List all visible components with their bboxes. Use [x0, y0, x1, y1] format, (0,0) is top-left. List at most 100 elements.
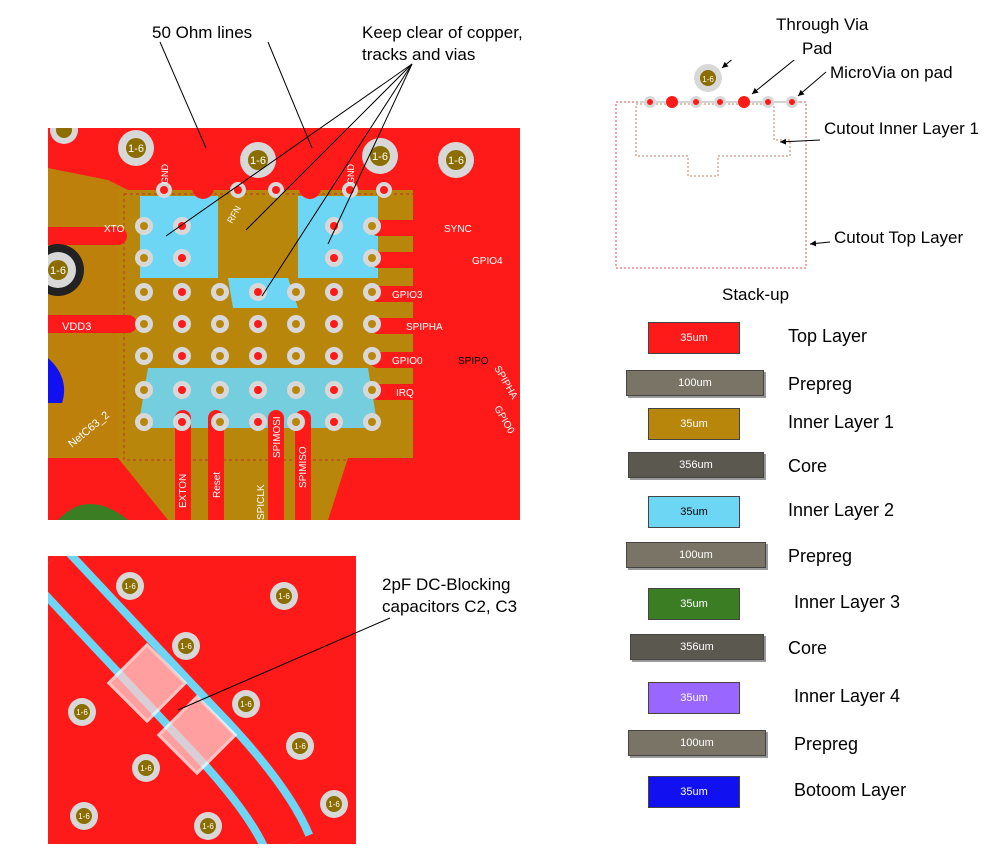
svg-text:GPIO4: GPIO4 [472, 256, 503, 267]
via-drill [368, 352, 376, 360]
keepout-area [140, 196, 218, 278]
svg-text:1-6: 1-6 [50, 265, 66, 277]
via-drill [368, 418, 376, 426]
fifty-ohm-label: 50 Ohm lines [152, 23, 253, 42]
cutout-inner-layer [635, 103, 791, 177]
via-drill [140, 222, 148, 230]
rf-tracks [48, 128, 520, 520]
keep-clear-label-2: tracks and vias [362, 45, 476, 64]
via-drill [254, 320, 262, 328]
via-drill [178, 386, 186, 394]
via-drill [368, 222, 376, 230]
svg-text:SPIMOSI: SPIMOSI [272, 416, 283, 458]
svg-text:SYNC: SYNC [444, 224, 472, 235]
svg-text:GND: GND [346, 164, 356, 185]
stitch-via-drill [276, 588, 292, 604]
stackup-layer-swatch: 356um [630, 634, 764, 660]
via-drill [140, 352, 148, 360]
stitch-via-drill [200, 818, 216, 834]
svg-text:SPIPHA: SPIPHA [406, 322, 443, 333]
stitch-via-drill [74, 704, 90, 720]
via-cross-section: 1-6 [615, 60, 831, 269]
via-drill [140, 418, 148, 426]
stackup-layer-name: Prepreg [788, 546, 853, 566]
via-drill [368, 386, 376, 394]
stackup-layer-swatch: 100um [628, 730, 766, 756]
svg-text:GPIO0: GPIO0 [392, 356, 423, 367]
stackup-layer-swatch: 35um [648, 588, 740, 620]
stackup-title: Stack-up [722, 285, 790, 304]
via-label: 1-6 [278, 592, 290, 601]
bottom-layer-fill [48, 358, 65, 403]
via-drill [292, 288, 300, 296]
edge-vias [156, 182, 392, 198]
via-drill [292, 352, 300, 360]
stackup-layer-name: Core [788, 456, 828, 476]
via-drill [178, 320, 186, 328]
svg-text:1-6: 1-6 [372, 151, 388, 163]
stackup-layer-name: Inner Layer 3 [794, 592, 901, 612]
via-drill [254, 288, 262, 296]
stackup-layer-name: Prepreg [788, 374, 853, 394]
via-drill [330, 418, 338, 426]
through-vias [48, 128, 474, 296]
via-drill [292, 418, 300, 426]
via-drill [368, 254, 376, 262]
via-drill [216, 320, 224, 328]
stackup-layer-name: Inner Layer 4 [794, 686, 901, 706]
stitch-via-drill [178, 638, 194, 654]
leader-line-cap [177, 617, 391, 711]
leader-lines-top [159, 41, 413, 297]
stackup-layer-swatch: 35um [648, 496, 740, 528]
via-drill [254, 418, 262, 426]
svg-text:XTO: XTO [104, 224, 125, 235]
keep-clear-label-1: Keep clear of copper, [362, 23, 523, 42]
keepout-area [298, 196, 378, 278]
dc-block-label-2: capacitors C2, C3 [382, 597, 518, 616]
via-drill [140, 386, 148, 394]
via-drill [292, 320, 300, 328]
dc-block-label-1: 2pF DC-Blocking [382, 575, 511, 594]
stitch-via-drill [326, 796, 342, 812]
via-drill [330, 254, 338, 262]
inner-layer-3-fill [58, 504, 128, 520]
svg-text:EXTON: EXTON [178, 474, 189, 508]
via-label: 1-6 [294, 742, 306, 751]
via-label: 1-6 [78, 812, 90, 821]
svg-text:Reset: Reset [212, 472, 223, 498]
cutout-inner-label: Cutout Inner Layer 1 [824, 119, 979, 138]
via-drill [216, 418, 224, 426]
cutout-top-layer [615, 101, 807, 269]
via-drill [330, 352, 338, 360]
svg-text:1-6: 1-6 [128, 143, 144, 155]
svg-text:SPIMISO: SPIMISO [298, 446, 309, 488]
svg-text:SPICLK: SPICLK [256, 484, 267, 520]
via-drill [178, 352, 186, 360]
via-drill [254, 386, 262, 394]
via-drill [140, 288, 148, 296]
pad-row [644, 96, 798, 108]
stitch-via-drill [138, 760, 154, 776]
via-drill [140, 320, 148, 328]
via-label: 1-6 [180, 642, 192, 651]
stackup-layer-name: Core [788, 638, 828, 658]
stitch-via-drill [238, 696, 254, 712]
stackup-layer-swatch: 356um [628, 452, 764, 478]
stitching-vias: 1-61-61-61-61-61-61-61-61-61-6 [68, 572, 348, 840]
stackup-layer-swatch: 100um [626, 370, 764, 396]
stackup-layer-swatch: 35um [648, 776, 740, 808]
svg-text:IRQ: IRQ [396, 388, 414, 399]
svg-text:1-6: 1-6 [702, 75, 714, 84]
capacitor-c2 [106, 642, 188, 724]
pad-label: Pad [802, 39, 833, 58]
via-label: 1-6 [140, 764, 152, 773]
via-drill [216, 352, 224, 360]
microvia-label: MicroVia on pad [830, 63, 953, 82]
through-via-label: Through Via [776, 15, 869, 34]
stackup-layer-name: Botoom Layer [794, 780, 907, 800]
stackup-layer-swatch: 35um [648, 322, 740, 354]
svg-text:1-6: 1-6 [250, 155, 266, 167]
stitch-via-drill [292, 738, 308, 754]
stackup-layer-name: Inner Layer 2 [788, 500, 895, 520]
pcb-layout-main: 1-6 1-6 1-6 1-6 1-6 XTO VDD3 NetC63_2 SY… [48, 128, 520, 520]
